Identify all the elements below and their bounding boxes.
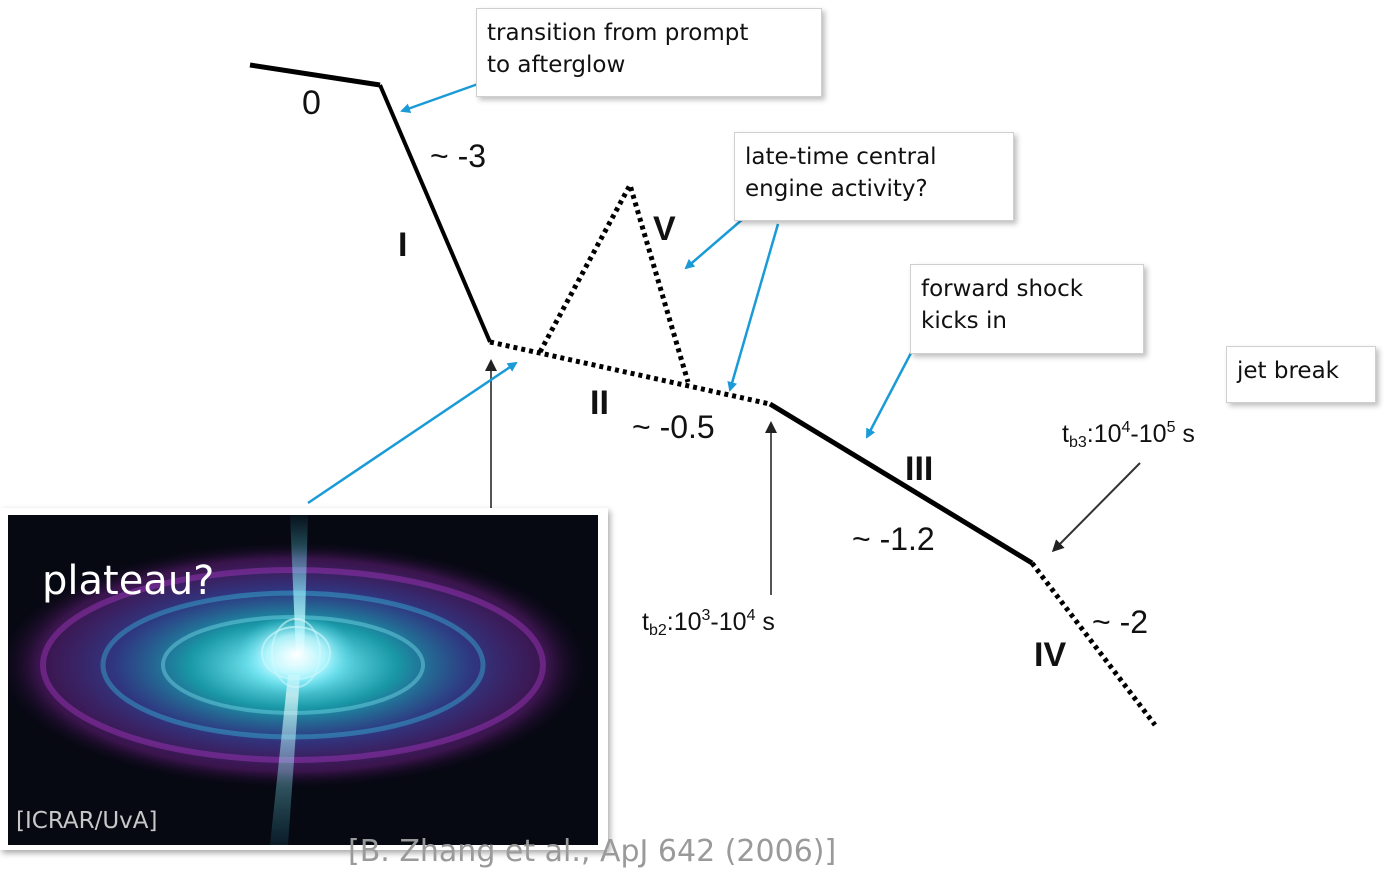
callout-line: jet break xyxy=(1237,358,1339,384)
segment-0-line xyxy=(249,62,381,88)
break-arrow-3 xyxy=(1051,462,1141,553)
segment-II-line xyxy=(489,339,771,407)
magnetar-illustration: plateau? [ICRAR/UvA] xyxy=(0,508,608,850)
magnetar-image xyxy=(8,515,598,845)
callout-arrow-prompt xyxy=(400,82,479,114)
segment-label-V: V xyxy=(653,210,676,248)
segment-label-II: II xyxy=(590,384,609,422)
callout-forward-shock: forward shock kicks in xyxy=(910,264,1144,354)
break-time-tb2: tb2:103-104 s xyxy=(642,607,775,639)
callout-arrow-shock xyxy=(865,352,913,439)
segment-label-IV: IV xyxy=(1034,636,1066,674)
slope-label-II: ~ -0.5 xyxy=(632,409,715,445)
segment-label-0: 0 xyxy=(302,84,321,122)
slope-label-I: ~ -3 xyxy=(430,138,486,174)
inset-credit: [ICRAR/UvA] xyxy=(16,808,158,834)
slope-label-IV: ~ -2 xyxy=(1092,604,1148,640)
slope-label-III: ~ -1.2 xyxy=(852,521,935,557)
callout-line: to afterglow xyxy=(487,52,626,78)
callout-line: late-time central xyxy=(745,144,937,170)
segment-IV-line xyxy=(1030,561,1157,727)
callout-line: forward shock xyxy=(921,276,1084,302)
callout-jet-break: jet break xyxy=(1226,346,1376,403)
callout-arrow-plateau xyxy=(307,361,518,505)
segment-label-I: I xyxy=(398,226,407,264)
callout-prompt-afterglow: transition from prompt to afterglow xyxy=(476,8,822,97)
callout-arrow-engine-flare xyxy=(684,217,745,270)
inset-title: plateau? xyxy=(42,558,215,604)
callout-line: transition from prompt xyxy=(487,20,749,46)
break-time-tb3: tb3:104-105 s xyxy=(1062,419,1195,451)
segment-I-line xyxy=(378,84,492,343)
citation: [B. Zhang et al., ApJ 642 (2006)] xyxy=(348,834,837,869)
callout-central-engine: late-time central engine activity? xyxy=(734,132,1014,221)
callout-line: kicks in xyxy=(921,308,1007,334)
callout-line: engine activity? xyxy=(745,176,928,202)
segment-III-line xyxy=(768,401,1034,566)
segment-label-III: III xyxy=(905,450,933,488)
callout-arrow-engine-plateau xyxy=(727,223,780,392)
